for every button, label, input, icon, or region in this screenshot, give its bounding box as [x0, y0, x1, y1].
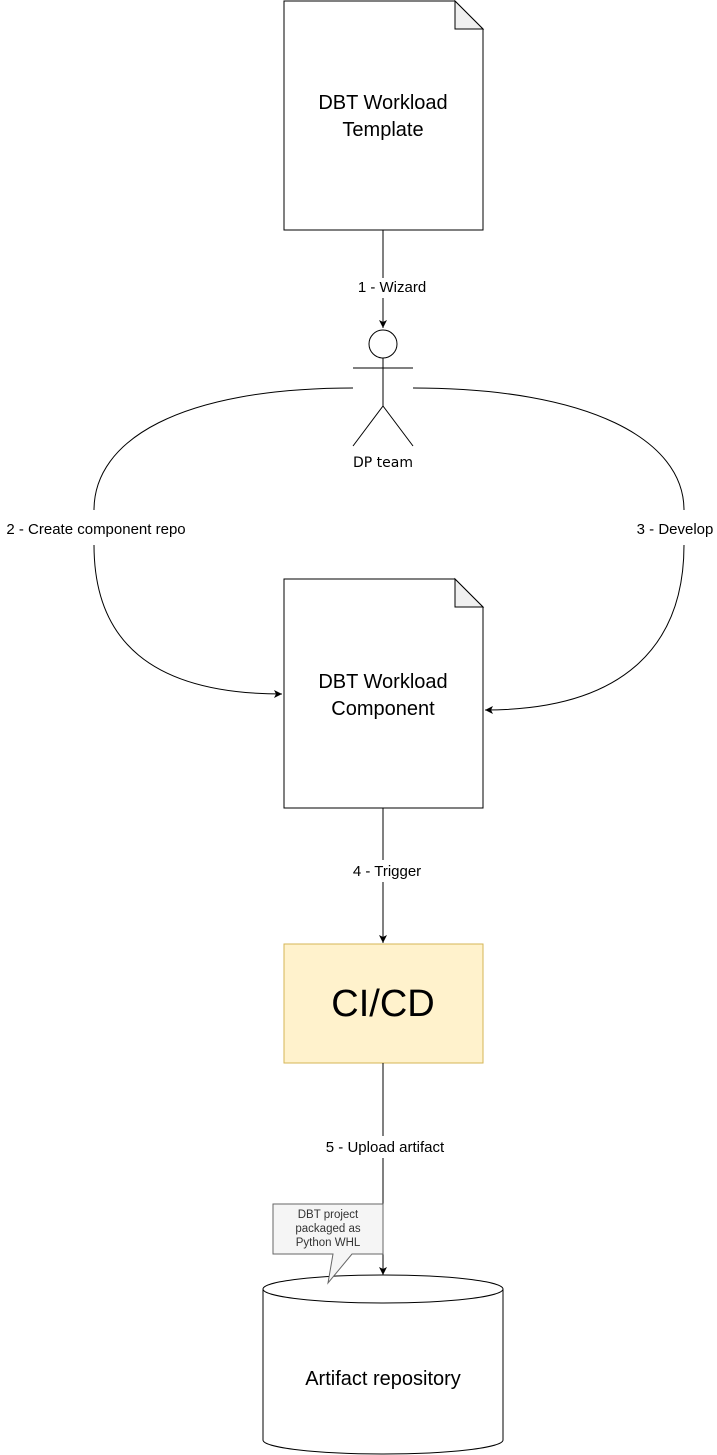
- callout-line2: packaged as: [295, 1223, 360, 1235]
- actor-label: DP team: [353, 455, 413, 471]
- dp-team-actor[interactable]: DP team: [352, 329, 414, 471]
- template-document-node[interactable]: DBT Workload Template: [283, 0, 485, 231]
- component-document-node[interactable]: DBT Workload Component: [283, 577, 485, 809]
- edge-trigger-label: 4 - Trigger: [353, 863, 421, 880]
- edge-create-repo: 2 - Create component repo: [6, 387, 354, 698]
- actor-right-leg: [382, 405, 414, 447]
- edge-create-repo-label: 2 - Create component repo: [6, 521, 185, 538]
- edge-create-repo-curve-top: [93, 387, 354, 511]
- edge-create-repo-curve-bottom: [93, 544, 283, 698]
- callout-line3: Python WHL: [296, 1237, 361, 1249]
- template-folded-corner: [454, 0, 485, 30]
- edge-develop-curve-bottom: [484, 544, 685, 714]
- template-title-line2: Template: [342, 119, 423, 141]
- callout-line1: DBT project: [298, 1209, 359, 1221]
- cicd-node[interactable]: CI/CD: [283, 943, 484, 1064]
- template-title-line1: DBT Workload: [318, 92, 447, 114]
- actor-head: [368, 329, 398, 359]
- edge-upload: 5 - Upload artifact: [326, 1063, 445, 1275]
- template-document-shape: [283, 0, 484, 231]
- artifact-repository-node[interactable]: Artifact repository: [262, 1274, 504, 1455]
- component-title-line2: Component: [331, 698, 435, 720]
- whl-callout: DBT project packaged as Python WHL: [272, 1203, 384, 1285]
- repository-cylinder-body: [262, 1289, 504, 1455]
- component-document-shape: [283, 578, 484, 809]
- callout-bubble: [272, 1203, 384, 1285]
- actor-left-leg: [352, 405, 384, 447]
- component-title-line1: DBT Workload: [318, 671, 447, 693]
- edge-trigger: 4 - Trigger: [353, 808, 421, 943]
- edge-wizard-label: 1 - Wizard: [358, 279, 426, 296]
- repository-label: Artifact repository: [305, 1368, 461, 1390]
- repository-cylinder-top: [262, 1274, 504, 1304]
- edge-wizard: 1 - Wizard: [358, 230, 426, 328]
- cicd-label: CI/CD: [331, 983, 434, 1025]
- edge-develop-label: 3 - Develop: [637, 521, 714, 538]
- edge-develop-curve-top: [412, 387, 685, 511]
- component-folded-corner: [454, 577, 485, 608]
- edge-upload-label: 5 - Upload artifact: [326, 1139, 445, 1156]
- edge-develop: 3 - Develop: [412, 387, 714, 714]
